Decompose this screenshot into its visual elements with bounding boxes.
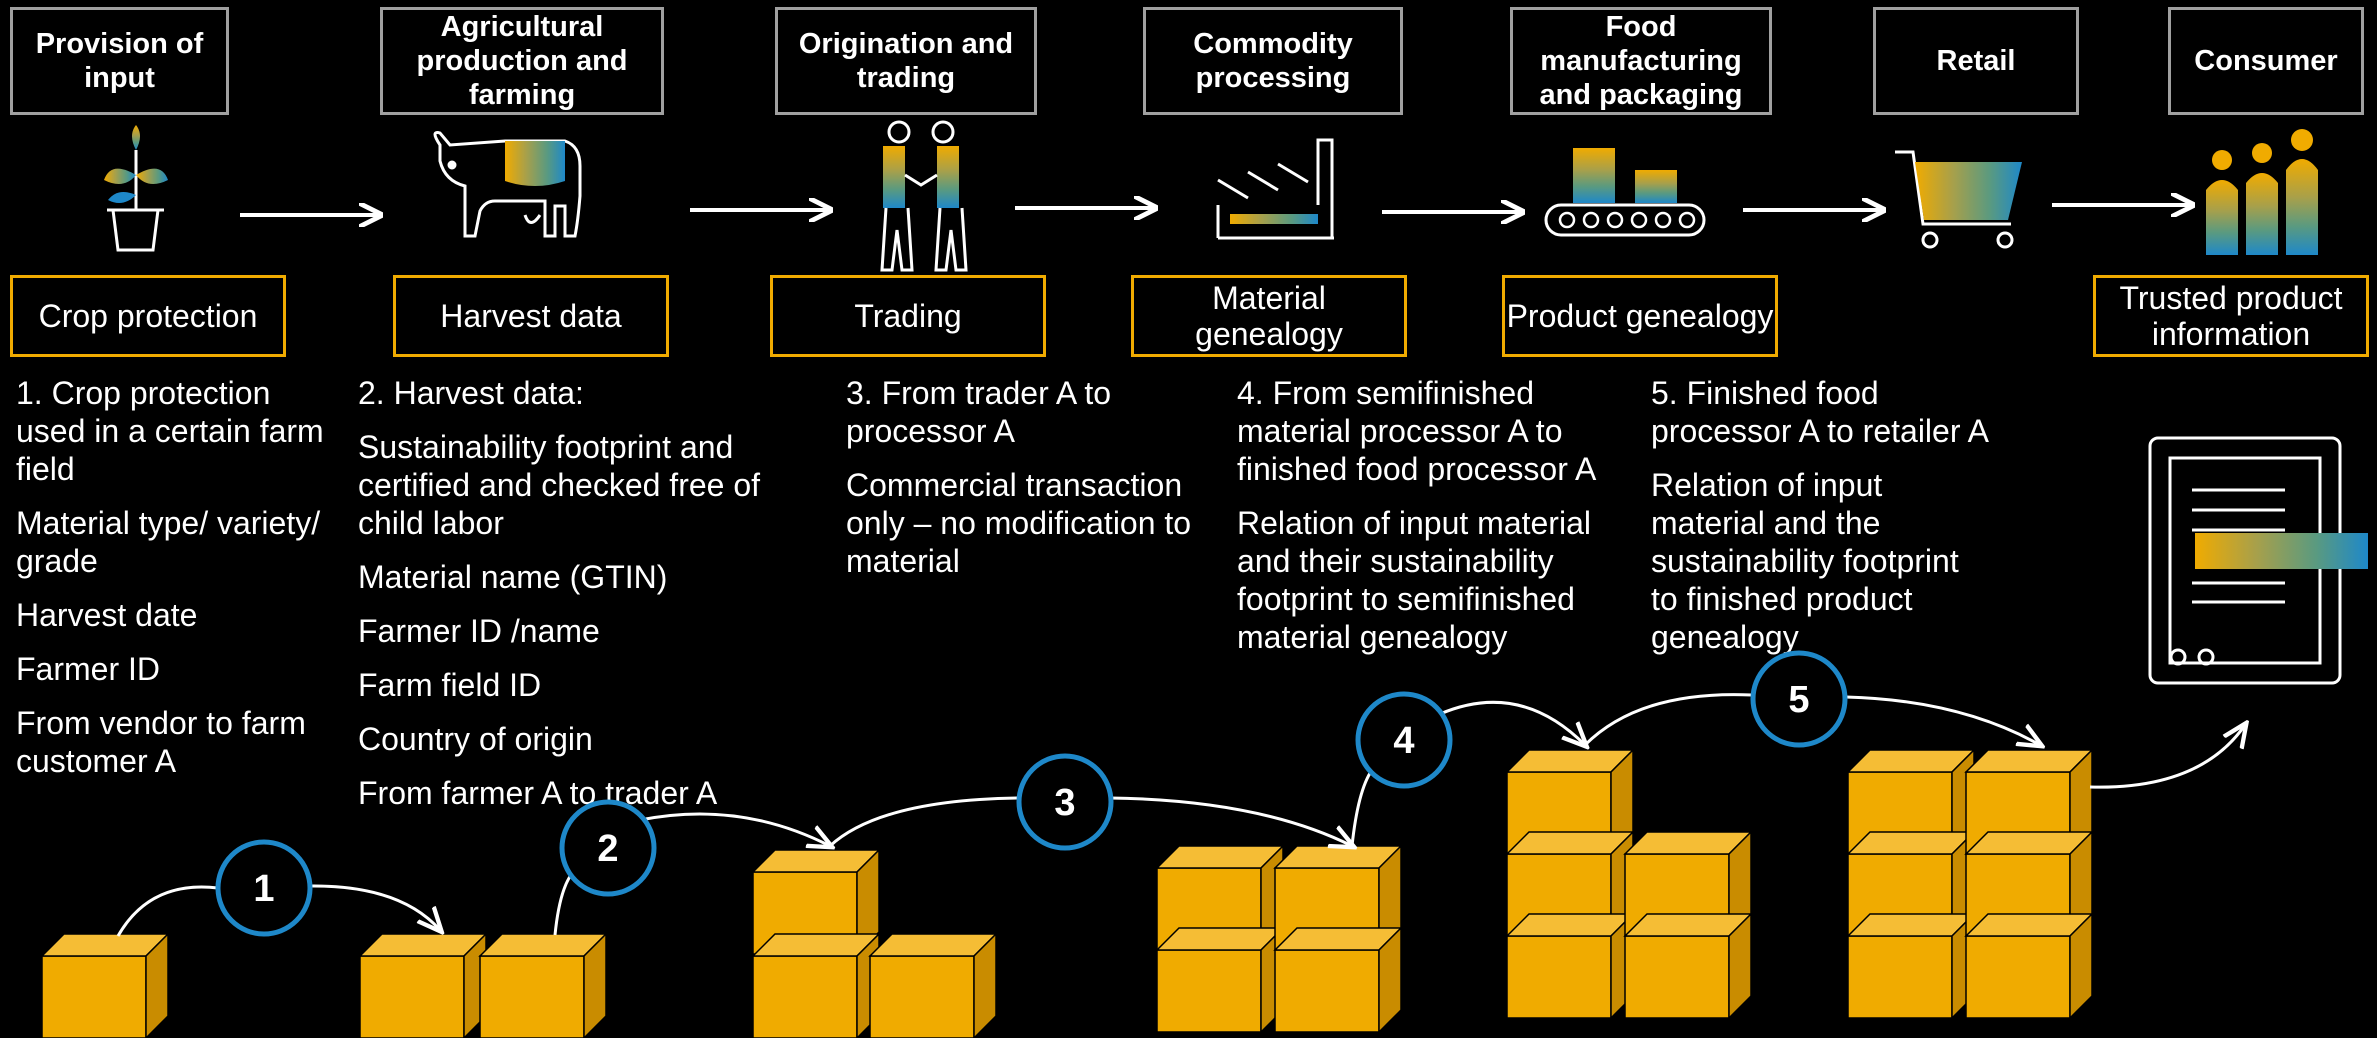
conveyor-icon [1544,148,1706,237]
description-5: 5. Finished food processor A to retailer… [1651,375,1989,655]
cube [1964,912,2094,1020]
cube [751,932,881,1038]
cube [751,848,881,956]
cube [1273,926,1403,1034]
cube [40,932,170,1038]
connector-curve [639,812,830,846]
plant-icon [104,125,168,252]
step-circle-1: 1 [215,839,313,937]
connector-curve [1845,695,2040,745]
people-icon [2206,129,2318,255]
cube [1155,926,1285,1034]
cube [1623,912,1753,1020]
handshake-icon [880,120,968,272]
description-4: 4. From semifinished material processor … [1237,375,1597,655]
description-3: 3. From trader A to processor A Commerci… [846,375,1192,579]
svg-text:4: 4 [1393,720,1414,762]
data-box-crop-protection: Crop protection [10,275,286,357]
step-circle-2: 2 [559,799,657,897]
cube-stacks [40,748,2094,1038]
svg-text:5: 5 [1788,679,1809,721]
data-box-harvest-data: Harvest data [393,275,669,357]
stage-retail: Retail [1873,7,2079,115]
description-2: 2. Harvest data: Sustainability footprin… [358,375,761,811]
data-box-trusted-product-information: Trusted product information [2093,275,2369,357]
data-box-trading: Trading [770,275,1046,357]
factory-icon [1216,138,1334,240]
svg-text:3: 3 [1054,782,1075,824]
cube [1846,912,1976,1020]
step-circle-5: 5 [1750,650,1848,748]
cube [358,932,488,1038]
cube [868,932,998,1038]
step-circle-4: 4 [1355,691,1453,789]
connector-curve [1439,700,1585,745]
description-1: 1. Crop protection used in a certain far… [16,375,324,779]
stage-origination-trading: Origination and trading [775,7,1037,115]
connector-curve [828,796,1019,848]
svg-text:1: 1 [253,868,274,910]
flow-arrows [240,205,2190,215]
cart-icon [1895,150,2022,249]
step-circle-3: 3 [1016,753,1114,851]
cow-icon [433,131,582,238]
stage-provision-of-input: Provision of input [10,7,229,115]
connector-curve [2089,725,2245,789]
svg-text:2: 2 [597,828,618,870]
connector-curve [1583,693,1753,747]
product-label-icon [2148,436,2368,685]
data-box-product-genealogy: Product genealogy [1502,275,1778,357]
connector-curves [116,693,2245,937]
connector-curve [309,884,440,930]
cube [1505,912,1635,1020]
stage-consumer: Consumer [2168,7,2364,115]
connector-curve [1109,796,1352,846]
stage-agricultural-production: Agricultural production and farming [380,7,664,115]
stage-food-manufacturing: Food manufacturing and packaging [1510,7,1772,115]
data-box-material-genealogy: Material genealogy [1131,275,1407,357]
connector-curve [1350,769,1374,847]
connector-curve [116,885,219,937]
cube [478,932,608,1038]
stage-commodity-processing: Commodity processing [1143,7,1403,115]
